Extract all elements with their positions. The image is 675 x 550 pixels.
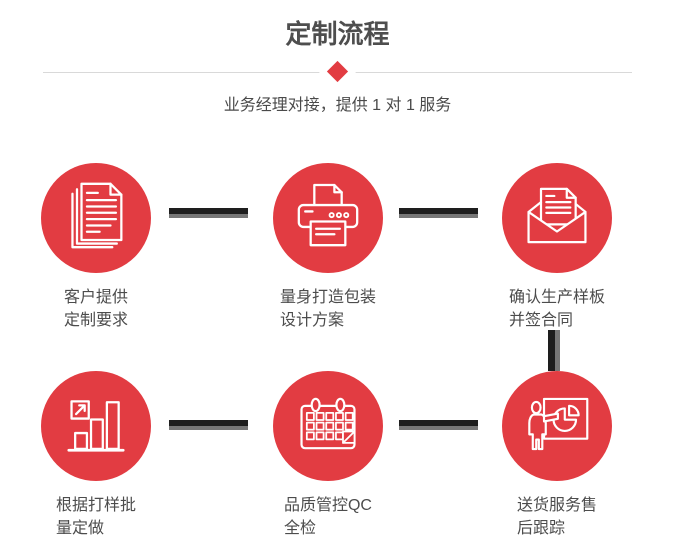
step-circle: [41, 163, 151, 273]
step-batch-production: 根据打样批 量定做: [21, 371, 171, 540]
step-label-line2: 并签合同: [508, 312, 573, 329]
step-label: 确认生产样板 并签合同: [482, 286, 632, 332]
step-circle: [502, 371, 612, 481]
step-label-line1: 客户提供: [63, 289, 128, 306]
printer-icon: [297, 183, 359, 254]
step-label-line1: 量身打造包装: [279, 289, 376, 306]
step-circle: [273, 371, 383, 481]
step-label-line2: 量定做: [55, 520, 104, 537]
step-label-line1: 品质管控QC: [283, 497, 372, 514]
presentation-icon: [525, 395, 589, 458]
step-label: 客户提供 定制要求: [21, 286, 171, 332]
step-circle: [502, 163, 612, 273]
page-subtitle: 业务经理对接，提供 1 对 1 服务: [223, 97, 452, 114]
connector-bar-2: [399, 208, 478, 218]
step-label-line2: 设计方案: [279, 312, 344, 329]
step-circle: [41, 371, 151, 481]
step-sample-contract: 确认生产样板 并签合同: [482, 163, 632, 332]
step-label: 送货服务售 后跟踪: [482, 494, 632, 540]
documents-icon: [66, 182, 126, 254]
step-label: 量身打造包装 设计方案: [253, 286, 403, 332]
connector-bar-vertical: [548, 330, 560, 371]
step-circle: [273, 163, 383, 273]
step-delivery-aftersales: 送货服务售 后跟踪: [482, 371, 632, 540]
connector-bar-3: [169, 420, 248, 430]
step-label-line1: 确认生产样板: [508, 289, 605, 306]
step-label-line2: 后跟踪: [516, 520, 565, 537]
step-label: 根据打样批 量定做: [21, 494, 171, 540]
step-label-line2: 全检: [283, 520, 316, 537]
step-label: 品质管控QC 全检: [253, 494, 403, 540]
envelope-icon: [525, 187, 589, 249]
step-packaging-design: 量身打造包装 设计方案: [253, 163, 403, 332]
page-title: 定制流程: [285, 19, 390, 49]
step-customer-requirements: 客户提供 定制要求: [21, 163, 171, 332]
step-label-line1: 送货服务售: [516, 497, 597, 514]
step-label-line2: 定制要求: [63, 312, 128, 329]
bar-chart-icon: [67, 395, 125, 458]
calendar-icon: [298, 395, 358, 457]
connector-bar-1: [169, 208, 248, 218]
step-quality-control: 品质管控QC 全检: [253, 371, 403, 540]
step-label-line1: 根据打样批: [55, 497, 136, 514]
diamond-icon: [326, 60, 349, 83]
connector-bar-4: [399, 420, 478, 430]
